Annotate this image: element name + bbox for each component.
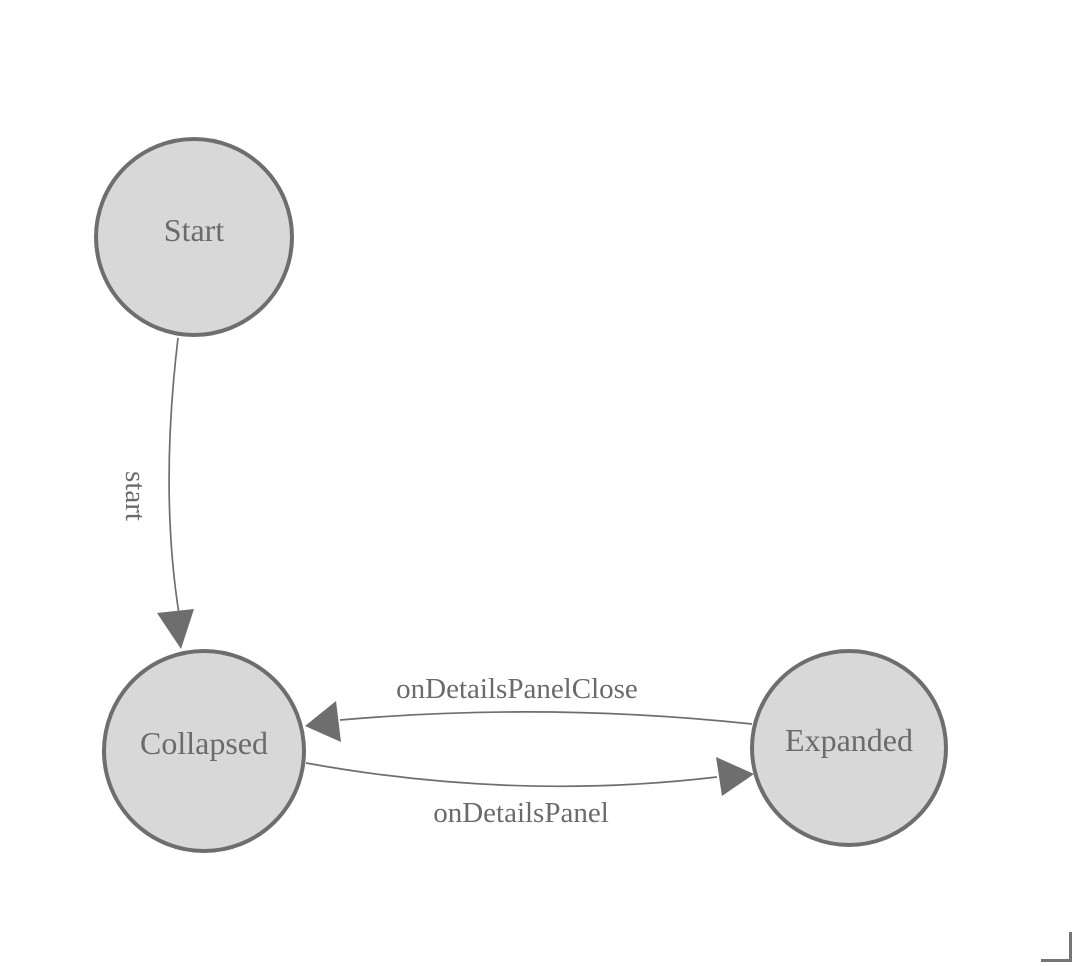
edge-label-start: start bbox=[119, 471, 151, 521]
arrowhead-down-icon bbox=[157, 609, 194, 649]
node-start-circle[interactable] bbox=[94, 137, 294, 337]
edge-line-expanded-to-collapsed bbox=[339, 711, 753, 725]
node-start[interactable]: Start bbox=[94, 137, 294, 337]
node-start-label: Start bbox=[164, 212, 225, 248]
canvas-corner-handle bbox=[1041, 932, 1072, 962]
edge-expanded-to-collapsed: onDetailsPanelClose bbox=[305, 673, 753, 742]
node-expanded-label: Expanded bbox=[785, 722, 913, 758]
edge-label-ondetailspanelclose: onDetailsPanelClose bbox=[396, 673, 638, 705]
edge-line-collapsed-to-expanded bbox=[305, 762, 718, 788]
node-expanded[interactable]: Expanded bbox=[750, 649, 948, 847]
edge-line-start-to-collapsed bbox=[168, 337, 180, 615]
node-collapsed[interactable]: Collapsed bbox=[102, 649, 306, 853]
arrowhead-left-icon bbox=[305, 701, 341, 742]
arrowhead-right-icon bbox=[716, 757, 754, 796]
node-collapsed-circle[interactable] bbox=[102, 649, 306, 853]
edge-start-to-collapsed: start bbox=[119, 337, 194, 649]
edge-collapsed-to-expanded: onDetailsPanel bbox=[305, 757, 754, 829]
node-collapsed-label: Collapsed bbox=[140, 725, 268, 761]
edge-label-ondetailspanel: onDetailsPanel bbox=[433, 797, 609, 829]
node-expanded-circle[interactable] bbox=[750, 649, 948, 847]
